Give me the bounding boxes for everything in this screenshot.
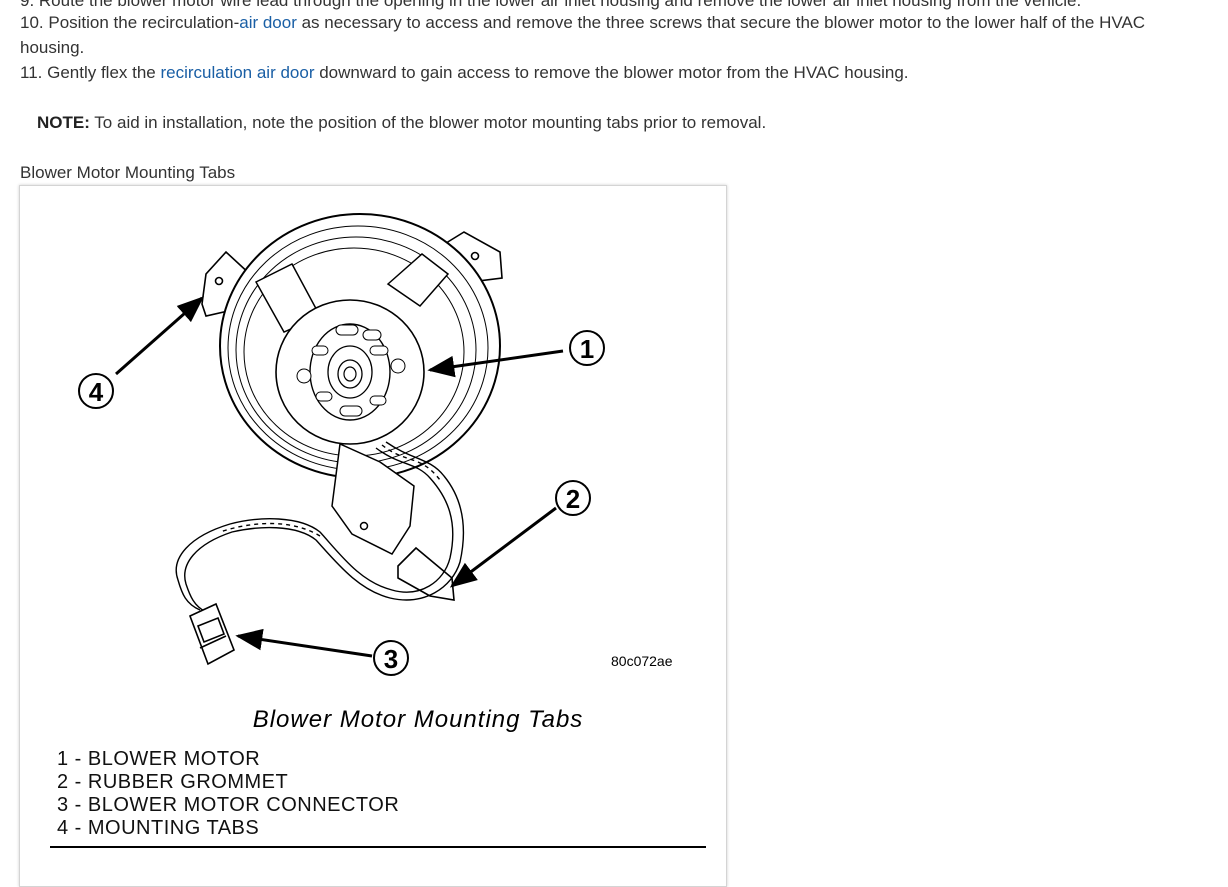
callout-3: 3	[373, 640, 409, 676]
rubber-grommet	[397, 546, 455, 601]
step-11: 11. Gently flex the recirculation air do…	[20, 60, 1210, 85]
motor-hub	[275, 299, 425, 445]
air-door-link[interactable]: air door	[239, 13, 297, 32]
step-11-text: 11. Gently flex the	[20, 63, 161, 82]
blower-motor-illustration: 1 2 3 4 80c072ae Blower Motor Mounting T…	[50, 213, 706, 848]
step-10-text: 10. Position the recirculation-	[20, 13, 240, 32]
legend-item-4: 4 - MOUNTING TABS	[57, 817, 259, 839]
image-code: 80c072ae	[611, 653, 673, 669]
step-11-text-end: downward to gain access to remove the bl…	[314, 63, 909, 82]
recirculation-air-door-link[interactable]: recirculation air door	[160, 63, 315, 82]
wire-lead	[175, 441, 465, 613]
legend-item-3: 3 - BLOWER MOTOR CONNECTOR	[57, 794, 399, 816]
callout-4: 4	[78, 373, 114, 409]
mounting-tab-right	[436, 231, 503, 283]
blower-motor-connector	[188, 602, 236, 666]
figure-title: Blower Motor Mounting Tabs	[253, 706, 584, 733]
legend-item-2: 2 - RUBBER GROMMET	[57, 771, 288, 793]
svg-text:3: 3	[384, 644, 398, 674]
step-10-text-end: as necessary to access and remove the th…	[20, 13, 1146, 57]
step-10: 10. Position the recirculation-air door …	[20, 10, 1210, 60]
svg-text:1: 1	[580, 334, 594, 364]
step-9: 9. Route the blower motor wire lead thro…	[20, 0, 1082, 10]
note-text: To aid in installation, note the positio…	[89, 113, 767, 132]
legend-item-1: 1 - BLOWER MOTOR	[57, 748, 260, 770]
figure-caption: Blower Motor Mounting Tabs	[20, 163, 236, 182]
motor-bracket	[331, 442, 415, 555]
svg-text:4: 4	[89, 377, 104, 407]
callout-leaders	[115, 296, 564, 658]
callout-2: 2	[555, 480, 591, 516]
callout-1: 1	[569, 330, 605, 366]
svg-text:2: 2	[566, 484, 580, 514]
note-label: NOTE:	[37, 113, 90, 132]
figure-frame: 1 2 3 4 80c072ae Blower Motor Mounting T…	[19, 185, 727, 887]
note: NOTE: To aid in installation, note the p…	[37, 110, 766, 135]
